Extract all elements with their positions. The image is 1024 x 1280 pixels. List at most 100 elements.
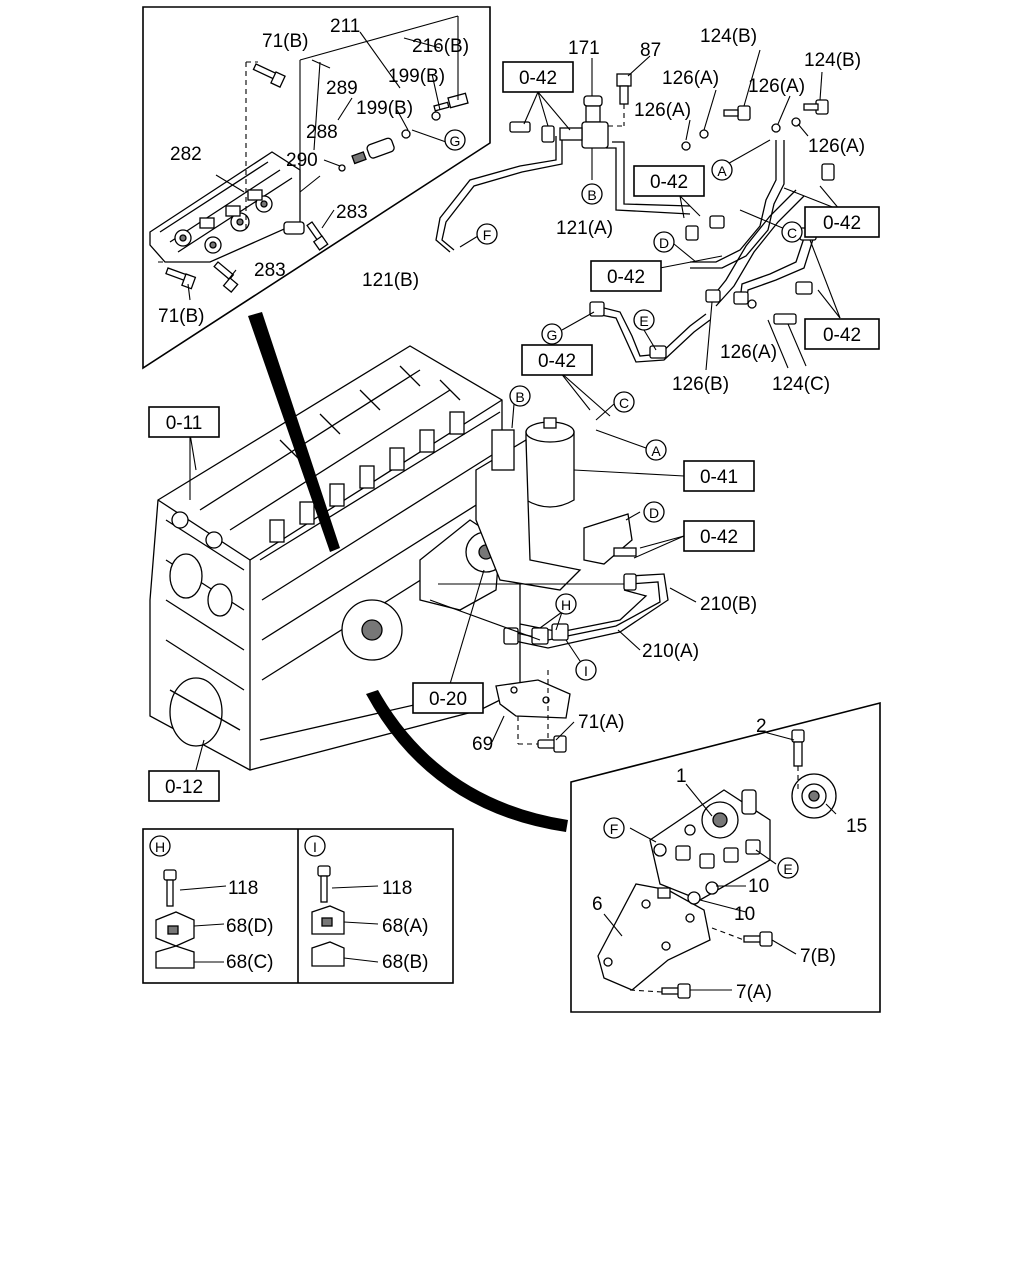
refbox-0-41: 0-41 xyxy=(683,460,755,492)
bolt-71b-top xyxy=(252,63,286,88)
circle-a-top: A xyxy=(711,159,733,181)
bolt-283-right xyxy=(306,221,329,251)
circle-b-top: B xyxy=(581,183,603,205)
bolt-71a xyxy=(537,735,567,753)
refbox-0-20: 0-20 xyxy=(412,682,484,714)
refbox-label: 0-42 xyxy=(519,68,557,89)
circle-letter: I xyxy=(584,663,588,679)
pipe-g-e xyxy=(589,301,711,363)
circle-letter: E xyxy=(639,313,648,329)
label-68c: 68(C) xyxy=(226,952,274,973)
label-121a: 121(A) xyxy=(556,218,613,239)
label-283-lower: 283 xyxy=(254,260,286,281)
circle-letter: D xyxy=(659,235,669,251)
clamp-h-parts xyxy=(155,869,227,969)
refbox-0-42-f: 0-42 xyxy=(521,344,593,376)
label-10-2: 10 xyxy=(734,904,755,925)
label-210b: 210(B) xyxy=(700,594,757,615)
leaders-top-right xyxy=(459,49,841,371)
label-7b: 7(B) xyxy=(800,946,836,967)
pipe-bundle-right xyxy=(685,140,817,325)
clamp-i-parts xyxy=(311,865,379,967)
circle-letter: A xyxy=(717,163,727,179)
circle-letter: F xyxy=(610,821,619,837)
label-71b-bottom: 71(B) xyxy=(158,306,204,327)
circle-letter: I xyxy=(313,839,317,855)
fitting-171 xyxy=(509,95,609,149)
label-199b-2: 199(B) xyxy=(356,98,413,119)
inset-frame-top-left xyxy=(142,6,491,370)
circle-letter: B xyxy=(587,187,596,203)
circle-letter: C xyxy=(787,225,797,241)
label-126b: 126(B) xyxy=(672,374,729,395)
circle-h-mid: H xyxy=(555,593,577,615)
label-282: 282 xyxy=(170,144,202,165)
filter-housing xyxy=(475,417,582,591)
refbox-label: 0-42 xyxy=(650,172,688,193)
label-6: 6 xyxy=(592,894,603,915)
circle-f-pump: F xyxy=(603,817,625,839)
circle-f-top: F xyxy=(476,223,498,245)
bracket-6 xyxy=(597,883,711,991)
label-124b-1: 124(B) xyxy=(700,26,757,47)
bolts-7 xyxy=(661,931,773,999)
label-68d: 68(D) xyxy=(226,916,274,937)
label-69: 69 xyxy=(472,734,493,755)
refbox-label: 0-42 xyxy=(538,351,576,372)
bolt-2 xyxy=(791,729,805,767)
circle-letter: H xyxy=(561,597,571,613)
label-71a: 71(A) xyxy=(578,712,624,733)
callout-arrow-pump xyxy=(366,690,568,832)
label-216b: 216(B) xyxy=(412,36,469,57)
circle-letter: H xyxy=(155,839,165,855)
label-87: 87 xyxy=(640,40,661,61)
leaders-middle xyxy=(189,371,697,771)
refbox-0-42-c: 0-42 xyxy=(804,206,880,238)
refbox-0-11: 0-11 xyxy=(148,406,220,438)
pipe-121b xyxy=(435,136,563,253)
circle-a-mid: A xyxy=(645,439,667,461)
refbox-0-42-e: 0-42 xyxy=(804,318,880,350)
label-118-i: 118 xyxy=(382,878,412,899)
refbox-label: 0-11 xyxy=(166,413,203,434)
label-71b-top: 71(B) xyxy=(262,31,308,52)
refbox-0-42-d: 0-42 xyxy=(590,260,662,292)
circle-letter: G xyxy=(450,133,461,149)
label-199b-1: 199(B) xyxy=(388,66,445,87)
refbox-label: 0-41 xyxy=(700,467,738,488)
pipe-210 xyxy=(503,573,669,649)
bolt-283-lower xyxy=(213,261,239,294)
fuel-pump-1 xyxy=(649,789,771,901)
washers-126a xyxy=(681,117,801,309)
refbox-label: 0-42 xyxy=(823,325,861,346)
washer-199b-2 xyxy=(401,129,411,139)
circle-i-box: I xyxy=(304,835,326,857)
label-126a-1: 126(A) xyxy=(662,68,719,89)
washer-199b-1 xyxy=(431,111,441,121)
label-2: 2 xyxy=(756,716,767,737)
circle-e-mid: E xyxy=(633,309,655,331)
label-211: 211 xyxy=(330,16,360,37)
sensor-288 xyxy=(338,137,395,172)
label-68b: 68(B) xyxy=(382,952,428,973)
label-171: 171 xyxy=(568,38,600,59)
label-290: 290 xyxy=(286,150,318,171)
circle-letter: F xyxy=(483,227,492,243)
label-124b-2: 124(B) xyxy=(804,50,861,71)
circle-i-mid: I xyxy=(575,659,597,681)
circle-b-mid: B xyxy=(509,385,531,407)
leaders-top-left xyxy=(187,15,459,301)
label-289: 289 xyxy=(326,78,358,99)
circle-d-mid: D xyxy=(643,501,665,523)
label-210a: 210(A) xyxy=(642,641,699,662)
plate-69 xyxy=(495,679,571,719)
refbox-0-42-a: 0-42 xyxy=(502,61,574,93)
refbox-label: 0-42 xyxy=(607,267,645,288)
circle-letter: B xyxy=(515,389,524,405)
label-126a-4: 126(A) xyxy=(808,136,865,157)
refbox-0-42-g: 0-42 xyxy=(683,520,755,552)
label-124c: 124(C) xyxy=(772,374,830,395)
label-283-right: 283 xyxy=(336,202,368,223)
label-126a-5: 126(A) xyxy=(720,342,777,363)
